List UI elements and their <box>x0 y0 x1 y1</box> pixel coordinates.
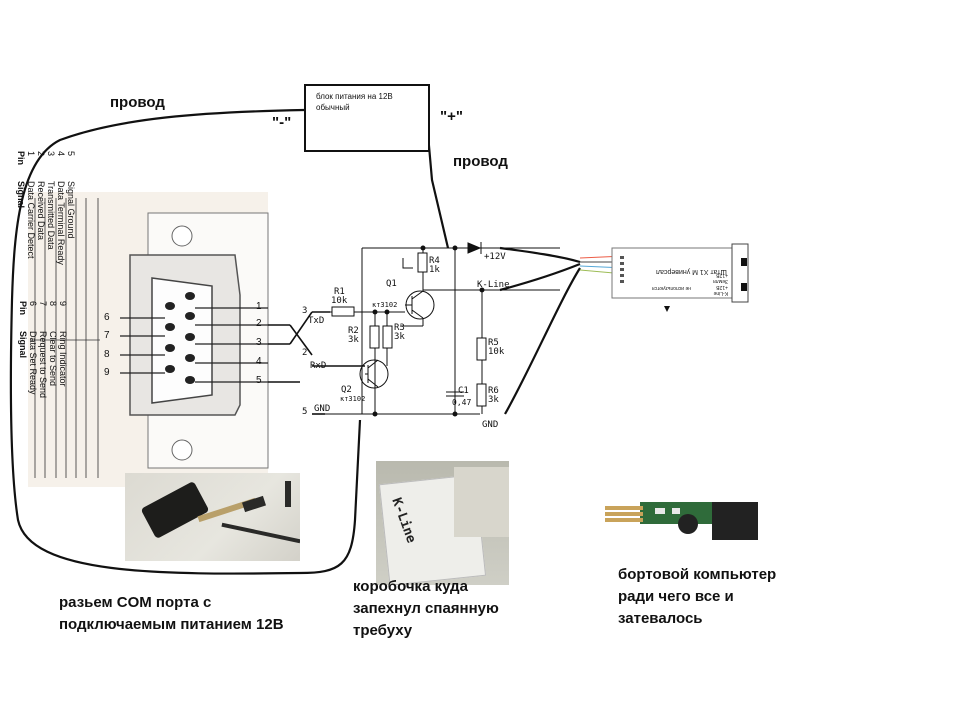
sch-r6-val: 3k <box>488 395 499 405</box>
box-photo: K-Line <box>376 461 509 585</box>
sch-c1-val: 0,47 <box>452 398 472 407</box>
table-pin: 7 <box>38 301 48 307</box>
sch-txd: TxD <box>308 316 325 326</box>
computer-pcb-image <box>605 488 770 568</box>
sch-r4: R4 <box>429 256 440 266</box>
left-wire-label: провод <box>110 94 165 111</box>
sch-q1: Q1 <box>386 279 397 289</box>
table-header-signal: Signal <box>18 331 28 359</box>
db9-pin-6: 6 <box>104 312 110 323</box>
db9-links <box>268 311 365 415</box>
table-signal: Data Terminal Ready <box>56 181 66 265</box>
db9-pin-8: 8 <box>104 349 110 360</box>
sch-pin5: 5 <box>302 407 308 417</box>
power-supply-box: блок питания на 12В обычный <box>304 84 430 152</box>
db9-pin-7: 7 <box>104 330 110 341</box>
sch-r3-val: 3k <box>394 332 405 342</box>
table-pin: 2 <box>36 151 46 157</box>
sch-r1: R1 <box>334 287 345 297</box>
table-pin: 9 <box>58 301 68 307</box>
db9-connector <box>120 212 269 469</box>
sch-rxd: RxD <box>310 361 327 371</box>
sch-r4-val: 1k <box>429 265 440 275</box>
db9-pin-5: 5 <box>256 375 262 386</box>
caption-box: коробочка куда запехнул спаянную требуху <box>353 578 499 639</box>
table-signal: Received Data <box>36 181 46 241</box>
schematic <box>325 242 560 417</box>
x1m-pin-label: Земля <box>713 278 728 284</box>
db9-pin-2: 2 <box>256 318 262 329</box>
x1m-note: не используются <box>652 285 691 291</box>
right-wire-label: провод <box>453 153 508 170</box>
sch-q2-type: кт3102 <box>340 395 366 403</box>
sch-q1-type: кт3102 <box>372 301 398 309</box>
plus-label: "+" <box>440 108 463 125</box>
sch-r2: R2 <box>348 326 359 336</box>
db9-pin-1: 1 <box>256 301 262 312</box>
table-signal: Data Set Ready <box>28 331 38 395</box>
sch-r6: R6 <box>488 386 499 396</box>
sch-r3: R3 <box>394 323 405 333</box>
sch-r5: R5 <box>488 338 499 348</box>
connector-links <box>499 246 581 415</box>
sch-pin3: 3 <box>302 306 308 316</box>
table-signal: Transmitted Data <box>46 181 56 250</box>
db9-pin-3: 3 <box>256 337 262 348</box>
sch-c1: C1 <box>458 386 469 396</box>
db9-pin-9: 9 <box>104 367 110 378</box>
sch-gnd-left: GND <box>314 404 331 414</box>
table-header-signal: Signal <box>16 181 26 209</box>
table-signal: Request to Send <box>38 331 48 399</box>
sch-r1-val: 10k <box>331 296 348 306</box>
minus-label: "-" <box>272 114 292 131</box>
table-signal: Clear to Send <box>48 331 58 387</box>
table-header-pin: Pin <box>16 151 26 166</box>
sch-r5-val: 10k <box>488 347 505 357</box>
x1m-connector <box>611 243 749 312</box>
table-signal: Data Carrier Detect <box>26 181 36 259</box>
power-supply-label: блок питания на 12В обычный <box>316 92 393 112</box>
db9-table-grid <box>30 198 100 478</box>
wire-minus <box>9 108 362 575</box>
table-pin: 6 <box>28 301 38 307</box>
sch-plus12: +12V <box>484 252 506 262</box>
sch-kline: K-Line <box>477 280 510 290</box>
sch-gnd-right: GND <box>482 420 499 430</box>
table-signal: Ring Indicator <box>58 331 68 387</box>
sch-pin2: 2 <box>302 348 308 358</box>
caption-com-port: разьем COM порта с подключаемым питанием… <box>59 594 284 633</box>
table-header-pin: Pin <box>18 301 28 316</box>
sch-q2: Q2 <box>341 385 352 395</box>
table-pin: 4 <box>56 151 66 157</box>
table-pin: 5 <box>66 151 76 157</box>
com-connector-photo <box>125 473 300 561</box>
table-signal: Signal Ground <box>66 181 76 239</box>
sch-r2-val: 3k <box>348 335 359 345</box>
caption-computer: бортовой компьютер ради чего все и затев… <box>618 566 777 627</box>
x1m-title: Штат X1 M универсал <box>656 268 727 275</box>
db9-pin-4: 4 <box>256 356 262 367</box>
table-pin: 1 <box>26 151 36 157</box>
table-pin: 8 <box>48 301 58 307</box>
table-pin: 3 <box>46 151 56 157</box>
